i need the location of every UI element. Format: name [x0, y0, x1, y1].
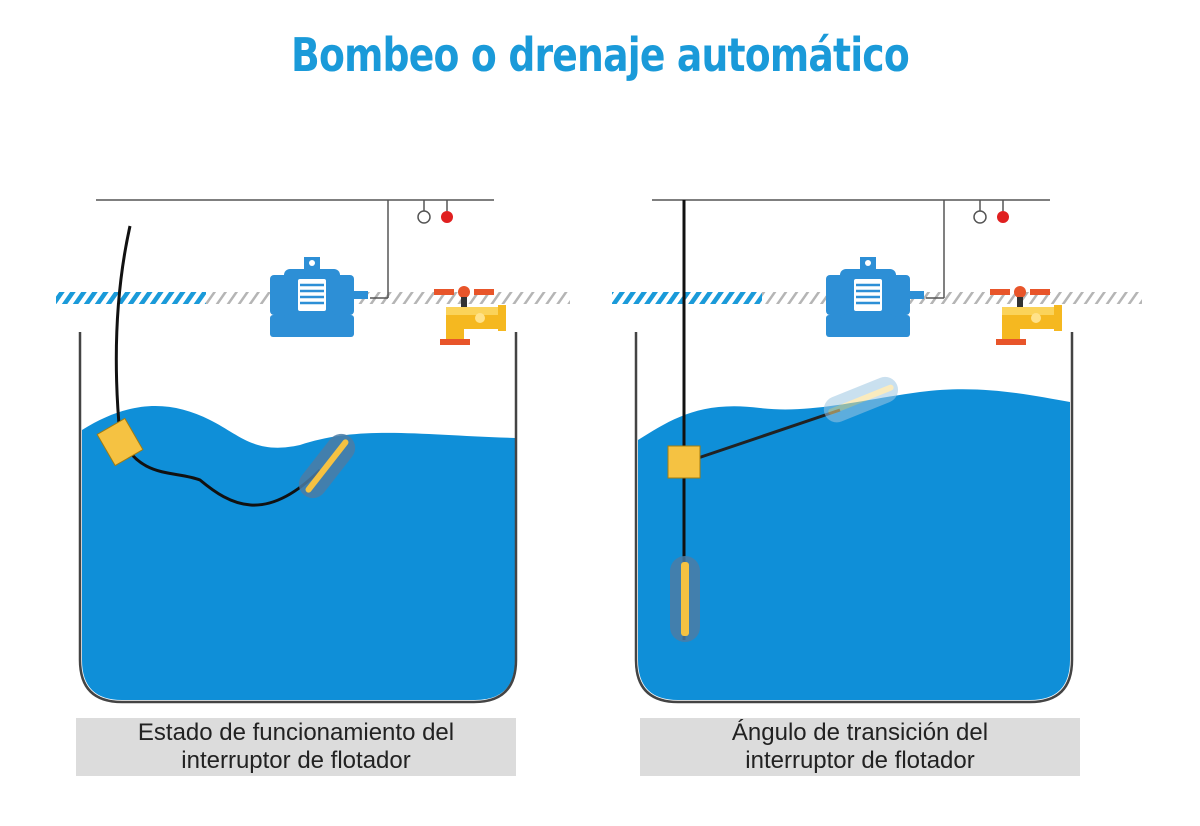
- ground-hatch-grey: [762, 292, 1142, 304]
- caption-right: Ángulo de transición del interruptor de …: [640, 718, 1080, 776]
- page-title: Bombeo o drenaje automático: [291, 28, 910, 82]
- indicator-light-icon: [997, 211, 1009, 223]
- float-switch-icon: [823, 376, 899, 423]
- indicator-light-icon: [441, 211, 453, 223]
- float-tether: [697, 408, 841, 460]
- motor-icon: [824, 255, 926, 339]
- caption-line: interruptor de flotador: [181, 747, 411, 774]
- water: [82, 406, 515, 700]
- float-weight-icon: [670, 556, 700, 642]
- cable-anchor: [96, 417, 144, 467]
- float-cable: [114, 225, 322, 507]
- caption-line: Ángulo de transición del: [731, 719, 989, 746]
- water: [638, 389, 1070, 700]
- panel-left: [56, 199, 570, 704]
- caption-line: interruptor de flotador: [745, 747, 975, 774]
- indicator-light-icon: [973, 210, 987, 224]
- caption-line: Estado de funcionamiento del: [137, 719, 455, 746]
- indicator-light-icon: [417, 210, 431, 224]
- cable-anchor: [667, 445, 701, 479]
- float-switch-icon: [298, 433, 356, 499]
- panel-right: [612, 199, 1142, 704]
- motor-icon: [268, 255, 370, 339]
- caption-left: Estado de funcionamiento del interruptor…: [76, 718, 516, 776]
- ground-hatch: [56, 292, 206, 304]
- tank: [78, 332, 518, 704]
- ground-hatch: [612, 292, 762, 304]
- tank: [634, 332, 1074, 704]
